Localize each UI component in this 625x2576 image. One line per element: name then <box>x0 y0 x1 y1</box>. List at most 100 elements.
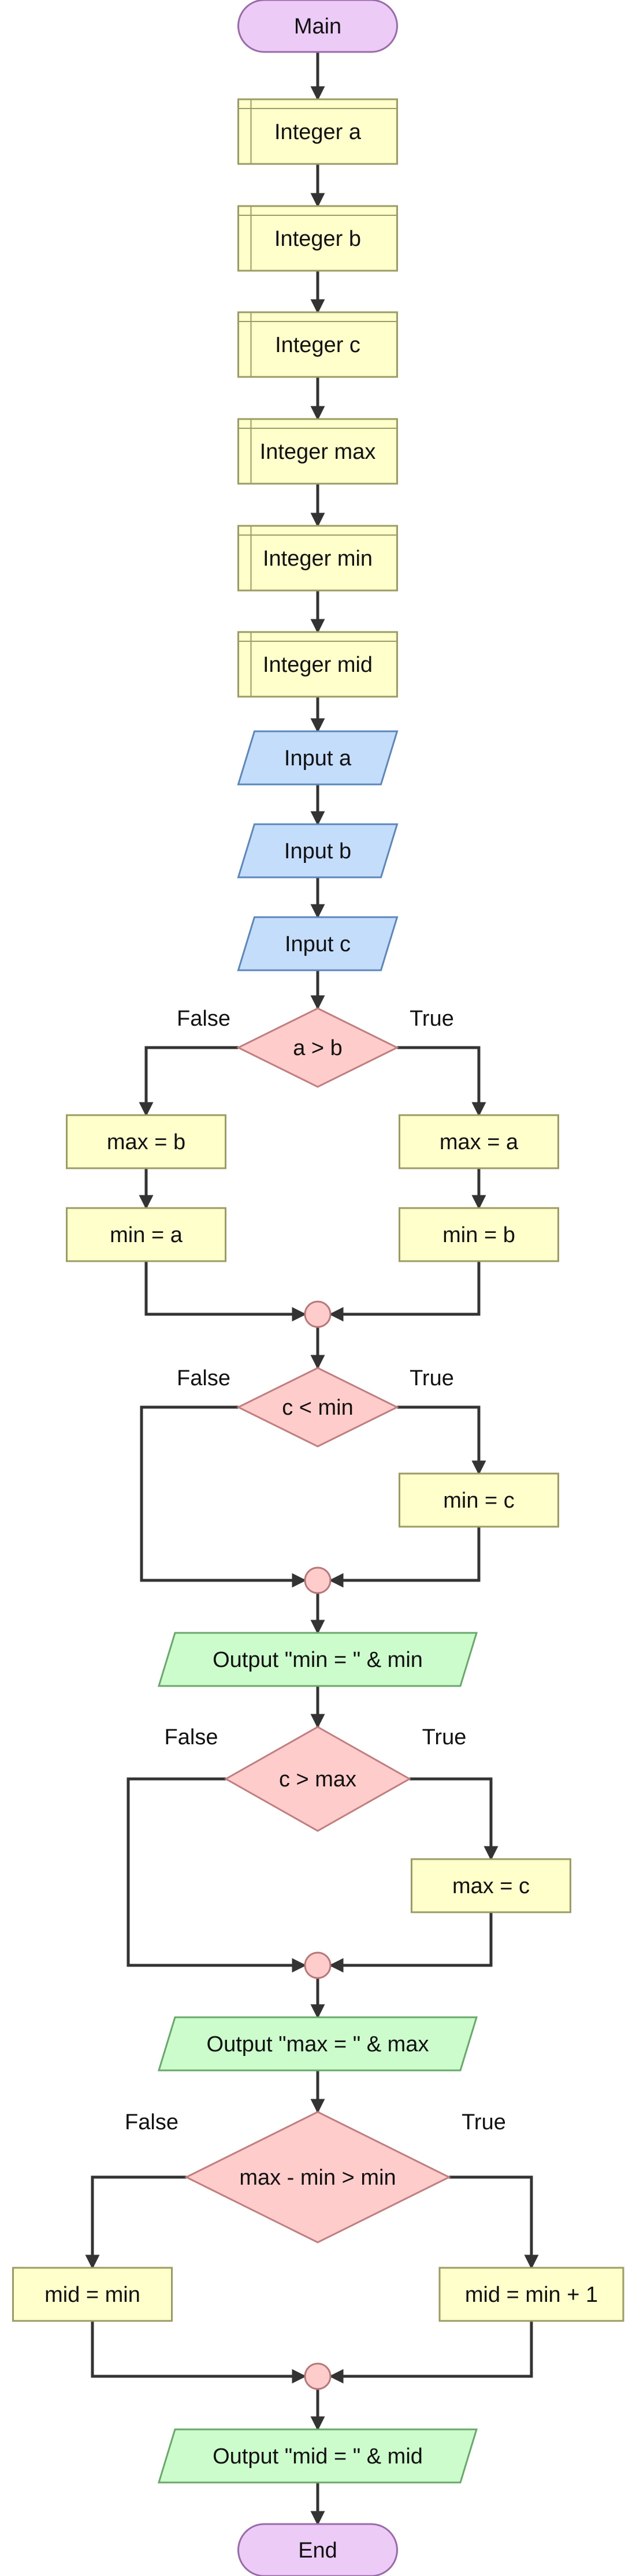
declare-shape <box>237 525 398 592</box>
node-dec2: False True c < min <box>177 1366 454 1448</box>
process-shape <box>399 1207 559 1262</box>
terminal-shape <box>237 2523 398 2576</box>
connector-shape <box>304 1300 332 1328</box>
node-label: max = a <box>440 1130 519 1154</box>
declare-shape <box>237 311 398 378</box>
output-shape <box>157 2428 478 2484</box>
node-label: End <box>298 2538 337 2563</box>
true-branch-label: True <box>422 1725 467 1749</box>
node-label: min = c <box>443 1489 515 1513</box>
declare-shape <box>237 631 398 698</box>
node-label: Input c <box>285 932 351 956</box>
edge-dec4-to-f4-mid <box>85 2175 187 2270</box>
edge-dec4-to-t4-mid <box>449 2175 539 2270</box>
node-label: Integer mid <box>263 653 373 677</box>
true-branch-label: True <box>410 1366 454 1390</box>
true-branch-label: True <box>410 1007 454 1031</box>
node-label: a > b <box>293 1036 343 1060</box>
node-dec4: False True max - min > min <box>125 2110 506 2244</box>
node-dec1: False True a > b <box>177 1007 454 1088</box>
node-f1-max: max = b <box>66 1114 226 1169</box>
input-shape <box>237 823 399 878</box>
edge-t4-mid-to-join4 <box>329 2321 533 2384</box>
output-shape <box>157 1632 478 1687</box>
declare-shape <box>237 205 398 272</box>
node-in-c: Input c <box>237 916 399 971</box>
node-decl-c: Integer c <box>237 311 398 378</box>
node-t2-min: min = c <box>399 1472 559 1528</box>
node-label: Integer min <box>263 547 373 571</box>
node-label: c < min <box>282 1396 354 1420</box>
node-label: Input b <box>284 839 351 863</box>
node-in-b: Input b <box>237 823 399 878</box>
process-shape <box>66 1207 226 1262</box>
connector-shape <box>304 1951 332 1979</box>
node-end: End <box>237 2523 398 2576</box>
node-label: Integer max <box>260 440 376 464</box>
node-out-mid: Output "mid = " & mid <box>157 2428 478 2484</box>
declare-shape <box>237 418 398 485</box>
node-decl-max: Integer max <box>237 418 398 485</box>
node-label: Integer b <box>274 227 361 251</box>
node-label: mid = min <box>44 2283 140 2307</box>
edge-f4-mid-to-join4 <box>91 2321 307 2384</box>
edge-dec2-to-t2-min <box>397 1405 486 1475</box>
node-join1 <box>304 1300 332 1328</box>
node-label: c > max <box>279 1767 356 1792</box>
node-label: max = b <box>107 1130 185 1154</box>
node-decl-min: Integer min <box>237 525 398 592</box>
node-t3-max: max = c <box>411 1858 571 1913</box>
false-branch-label: False <box>177 1366 230 1390</box>
edge-dec1-to-t1-max <box>397 1046 486 1117</box>
edge-t3-max-to-join3 <box>329 1912 493 1973</box>
node-label: max - min > min <box>239 2166 396 2190</box>
process-shape <box>411 1858 571 1913</box>
edge-f1-min-to-join1 <box>144 1261 307 1322</box>
process-shape <box>438 2267 624 2322</box>
node-in-a: Input a <box>237 730 399 786</box>
node-join2 <box>304 1566 332 1594</box>
node-join4 <box>304 2362 332 2390</box>
node-t1-max: max = a <box>399 1114 559 1169</box>
node-label: min = a <box>110 1223 183 1247</box>
node-f1-min: min = a <box>66 1207 226 1262</box>
output-shape <box>157 2016 478 2072</box>
node-decl-a: Integer a <box>237 98 398 165</box>
false-branch-label: False <box>125 2110 178 2134</box>
process-shape <box>66 1114 226 1169</box>
node-dec3: False True c > max <box>165 1725 467 1832</box>
decision-shape <box>236 1367 399 1448</box>
node-label: Integer c <box>275 333 360 357</box>
node-label: Integer a <box>274 120 362 144</box>
node-label: max = c <box>452 1874 530 1898</box>
node-decl-mid: Integer mid <box>237 631 398 698</box>
node-label: Output "max = " & max <box>207 2032 429 2057</box>
false-branch-label: False <box>165 1725 218 1749</box>
input-shape <box>237 730 399 786</box>
node-label: Output "min = " & min <box>213 1648 423 1672</box>
edge-dec2-to-join2 <box>140 1405 307 1588</box>
node-f4-mid: mid = min <box>12 2267 173 2322</box>
process-shape <box>12 2267 173 2322</box>
node-label: mid = min + 1 <box>465 2283 598 2307</box>
node-label: Input a <box>284 746 352 771</box>
edge-t2-min-to-join2 <box>329 1527 481 1588</box>
decision-shape <box>184 2111 451 2244</box>
node-main: Main <box>237 0 398 53</box>
input-shape <box>237 916 399 971</box>
edge-t1-min-to-join1 <box>329 1261 481 1322</box>
declare-shape <box>237 98 398 165</box>
node-label: min = b <box>442 1223 515 1247</box>
node-label: Output "mid = " & mid <box>213 2444 423 2469</box>
decision-shape <box>224 1726 412 1832</box>
node-t4-mid: mid = min + 1 <box>438 2267 624 2322</box>
false-branch-label: False <box>177 1007 230 1031</box>
connector-shape <box>304 1566 332 1594</box>
node-join3 <box>304 1951 332 1979</box>
node-out-max: Output "max = " & max <box>157 2016 478 2072</box>
terminal-shape <box>237 0 398 53</box>
decision-shape <box>236 1007 399 1088</box>
true-branch-label: True <box>462 2110 506 2134</box>
node-out-min: Output "min = " & min <box>157 1632 478 1687</box>
